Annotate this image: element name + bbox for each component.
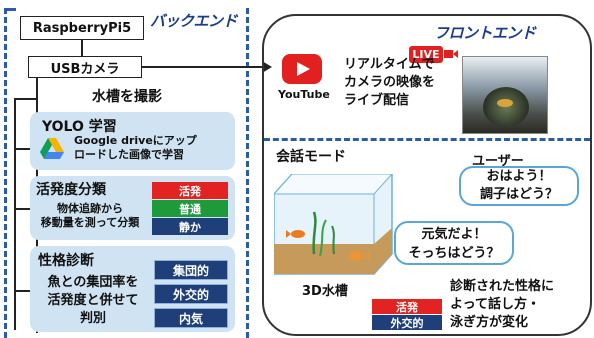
activity-panel: 活発度分類 物体追跡から 移動量を測って分類 活発 普通 静か [30,176,235,240]
tree-stub-line [14,98,36,100]
arrow-head-icon [262,61,272,73]
personality-desc: 魚との集団率を 活発度と併せて 判別 [34,274,152,328]
fish-message-line2: そっちはどう？ [408,246,500,261]
youtube-label: YouTube [278,88,330,101]
tree-side-line [14,98,16,330]
result-tag-active: 活発 [372,299,442,314]
conversation-title: 会話モード [276,149,346,165]
fish-message-bubble: 元気だよ！ そっちはどう？ [394,221,514,265]
camera-to-frontend-arrow [142,66,264,68]
personality-type-group: 集団的 [154,260,228,280]
yolo-desc-line2: ロードした画像で学習 [74,148,184,161]
usb-camera-box: USBカメラ [28,56,142,78]
stream-desc-line3: ライブ配信 [344,93,410,108]
yolo-desc-line1: Google driveにアップ [74,134,197,147]
frontend-divider [264,138,590,141]
live-stream-thumbnail [462,56,548,134]
personality-desc-line2: 活発度と併せて [47,293,139,308]
user-message-line2: 調子はどう？ [479,187,558,202]
yolo-title: YOLO 学習 [42,119,117,135]
stream-desc: リアルタイムで カメラの映像を ライブ配信 [344,56,435,110]
fish-message-line1: 元気だよ！ [421,227,487,242]
tank-label: 3D水槽 [302,284,348,299]
activity-desc-line2: 移動量を測って分類 [40,216,140,229]
result-tag-outgoing: 外交的 [372,315,442,330]
branch-yolo [14,148,32,150]
branch-activity [14,208,32,210]
live-badge: LIVE [409,46,443,63]
personality-title: 性格診断 [38,253,94,269]
fish-thumbnail-icon [497,99,513,107]
user-message-line1: おはよう！ [486,169,552,184]
result-desc-line2: よって話し方・ [450,297,540,312]
backend-border-right [246,8,249,338]
activity-desc-line1: 物体追跡から [57,202,123,215]
personality-desc-line3: 判別 [79,311,106,326]
personality-type-shy: 内気 [154,308,228,328]
personality-desc-line1: 魚との集団率を [47,275,139,290]
user-message-bubble: おはよう！ 調子はどう？ [459,166,579,206]
google-drive-icon [40,138,64,159]
live-camera-icon [444,50,458,58]
youtube-icon [282,54,322,84]
aquarium-scene [483,87,529,127]
yolo-desc: Google driveにアップ ロードした画像で学習 [74,134,229,162]
frontend-region: フロントエンド YouTube LIVE リアルタイムで カメラの映像を ライブ… [262,14,592,336]
stream-desc-line1: リアルタイムで [344,57,435,72]
personality-type-outgoing: 外交的 [154,284,228,304]
personality-panel: 性格診断 魚との集団率を 活発度と併せて 判別 集団的 外交的 内気 [30,246,235,332]
backend-title: バックエンド [150,12,238,30]
backend-border-top [4,8,16,11]
activity-level-normal: 普通 [152,200,228,217]
branch-personality [14,290,32,292]
connector-pi-camera [81,40,83,56]
raspberry-pi-box: RaspberryPi5 [20,16,144,40]
yolo-panel: YOLO 学習 Google driveにアップ ロードした画像で学習 [30,112,235,170]
stream-desc-line2: カメラの映像を [344,75,436,90]
aquarium-icon [274,174,393,275]
activity-level-active: 活発 [152,182,228,199]
activity-level-quiet: 静か [152,218,228,235]
backend-border-left [4,8,7,338]
capture-label: 水槽を撮影 [92,89,162,105]
frontend-title: フロントエンド [434,24,536,42]
activity-title: 活発度分類 [36,182,106,198]
result-desc: 診断された性格に よって話し方・ 泳ぎ方が変化 [450,278,554,332]
result-desc-line3: 泳ぎ方が変化 [450,315,529,330]
activity-desc: 物体追跡から 移動量を測って分類 [30,202,150,230]
result-desc-line1: 診断された性格に [450,279,555,294]
user-label: ユーザー [472,154,524,169]
